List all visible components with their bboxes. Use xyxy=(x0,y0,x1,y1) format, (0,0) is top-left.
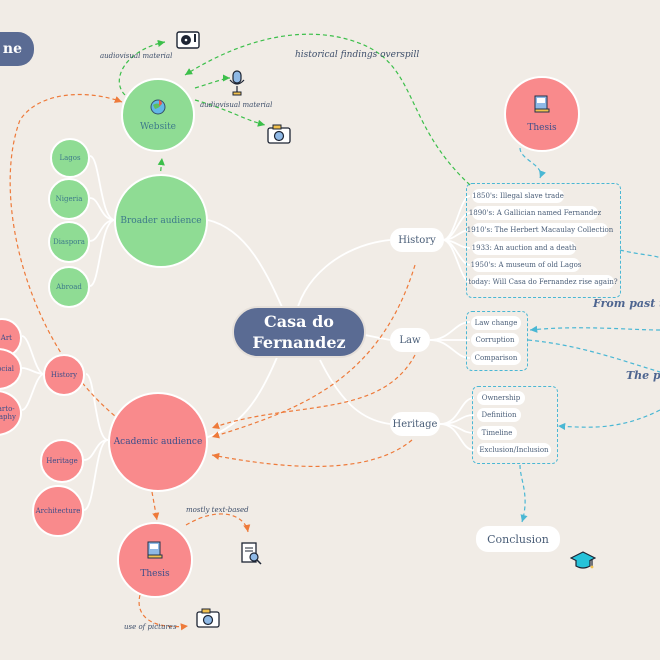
academic-audience-node[interactable]: Academic audience xyxy=(108,392,208,492)
thesis-bottom-label: Thesis xyxy=(140,569,170,579)
branch-conclusion-label: Conclusion xyxy=(487,532,549,546)
book-icon xyxy=(145,541,165,563)
microphone-icon xyxy=(228,70,246,100)
audience-item-diaspora[interactable]: Diaspora xyxy=(48,221,90,263)
graduation-cap-icon xyxy=(569,550,597,576)
academic-subitem-label: Art xyxy=(0,334,12,342)
heritage-item[interactable]: Ownership xyxy=(477,391,525,405)
law-item-label: Comparison xyxy=(474,354,518,362)
history-item-label: 1850's: Illegal slave trade xyxy=(472,192,564,200)
annotation-audiovisual-right: audiovisual material xyxy=(200,101,273,109)
history-item-label: 1933: An auction and a death xyxy=(471,244,577,252)
turntable-icon xyxy=(176,30,200,54)
law-item[interactable]: Law change xyxy=(471,316,521,330)
camera-icon xyxy=(196,608,220,632)
law-item[interactable]: Corruption xyxy=(471,333,519,347)
top-left-topic-label: ne xyxy=(2,41,22,57)
academic-subitem-label: Carto- graphy xyxy=(0,405,16,421)
heritage-item-label: Exclusion/Inclusion xyxy=(479,446,549,454)
website-node[interactable]: Website xyxy=(121,78,195,152)
document-search-icon xyxy=(240,542,262,570)
history-item[interactable]: 1933: An auction and a death xyxy=(472,241,576,255)
academic-item-architecture[interactable]: Architecture xyxy=(32,485,84,537)
heritage-item[interactable]: Exclusion/Inclusion xyxy=(477,443,551,457)
website-label: Website xyxy=(139,122,177,132)
globe-icon xyxy=(149,98,167,116)
academic-item-label: History xyxy=(50,371,78,379)
history-item-label: 1950's: A museum of old Lagos xyxy=(470,261,582,269)
branch-history[interactable]: History xyxy=(390,228,444,252)
annotation-historical-findings: historical findings overspill xyxy=(295,50,420,60)
law-item-label: Corruption xyxy=(475,336,515,344)
history-items-box xyxy=(466,183,621,298)
broader-audience-label: Broader audience xyxy=(120,216,202,226)
annotation-the-po: The po xyxy=(626,369,660,382)
central-topic[interactable]: Casa do Fernandez xyxy=(232,306,366,358)
annotation-use-of-pictures: use of pictures xyxy=(124,623,177,631)
law-item[interactable]: Comparison xyxy=(471,351,521,365)
history-item[interactable]: 1910's: The Herbert Macaulay Collection xyxy=(467,223,613,237)
audience-item-lagos[interactable]: Lagos xyxy=(50,138,90,178)
camera-icon xyxy=(267,124,291,148)
history-item[interactable]: today: Will Casa do Fernandez rise again… xyxy=(468,275,618,289)
history-item[interactable]: 1890's: A Gallician named Fernandez xyxy=(468,206,602,220)
audience-item-abroad[interactable]: Abroad xyxy=(48,266,90,308)
heritage-item-label: Ownership xyxy=(481,394,521,402)
academic-subitem-label: Social xyxy=(0,365,14,373)
annotation-audiovisual-top: audiovisual material xyxy=(100,52,173,60)
central-topic-label: Casa do Fernandez xyxy=(252,312,346,352)
thesis-top-node[interactable]: Thesis xyxy=(504,76,580,152)
history-item[interactable]: 1850's: Illegal slave trade xyxy=(472,189,564,203)
academic-item-label: Heritage xyxy=(46,457,78,465)
history-item-label: 1890's: A Gallician named Fernandez xyxy=(468,209,602,217)
audience-item-label: Nigeria xyxy=(55,195,83,203)
law-items-box xyxy=(466,311,528,371)
heritage-items-box xyxy=(472,386,558,464)
academic-item-label: Architecture xyxy=(35,507,81,515)
branch-law-label: Law xyxy=(399,334,421,346)
audience-item-label: Diaspora xyxy=(53,238,85,246)
law-item-label: Law change xyxy=(474,319,518,327)
annotation-from-past: From past t xyxy=(593,297,660,310)
book-icon xyxy=(532,95,552,117)
heritage-item-label: Definition xyxy=(481,411,517,419)
thesis-bottom-node[interactable]: Thesis xyxy=(117,522,193,598)
history-item-label: 1910's: The Herbert Macaulay Collection xyxy=(466,226,614,234)
audience-item-nigeria[interactable]: Nigeria xyxy=(48,178,90,220)
heritage-item[interactable]: Timeline xyxy=(477,426,517,440)
academic-audience-label: Academic audience xyxy=(113,437,203,447)
thesis-top-label: Thesis xyxy=(527,123,557,133)
heritage-item[interactable]: Definition xyxy=(477,408,521,422)
branch-history-label: History xyxy=(398,234,436,246)
history-item[interactable]: 1950's: A museum of old Lagos xyxy=(470,258,582,272)
audience-item-label: Lagos xyxy=(59,154,81,162)
audience-item-label: Abroad xyxy=(56,283,82,291)
top-left-topic-tab[interactable]: ne xyxy=(0,32,34,66)
branch-law[interactable]: Law xyxy=(390,328,430,352)
broader-audience-node[interactable]: Broader audience xyxy=(114,174,208,268)
heritage-item-label: Timeline xyxy=(481,429,513,437)
branch-heritage[interactable]: Heritage xyxy=(390,412,440,436)
academic-item-history[interactable]: History xyxy=(43,354,85,396)
branch-conclusion[interactable]: Conclusion xyxy=(476,526,560,552)
history-item-label: today: Will Casa do Fernandez rise again… xyxy=(468,278,618,286)
academic-item-heritage[interactable]: Heritage xyxy=(40,439,84,483)
branch-heritage-label: Heritage xyxy=(392,418,438,430)
annotation-mostly-text: mostly text-based xyxy=(186,506,249,514)
